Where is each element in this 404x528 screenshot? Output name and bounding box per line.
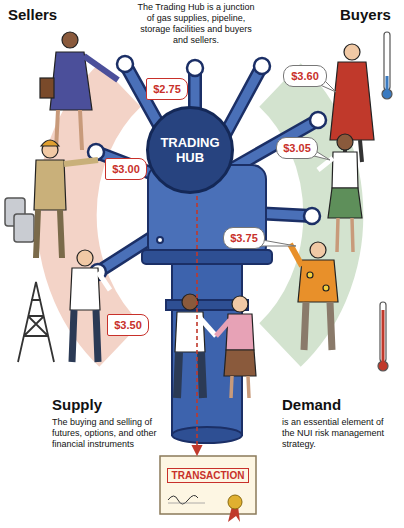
price-tag: $3.00 [105,158,147,180]
hub-circle: TRADING HUB [146,106,234,194]
seller-worker [34,140,98,258]
hub-machine [142,165,272,443]
thermometer-hot [378,302,388,371]
node-text: $2.75 [153,83,181,95]
transaction-arrow [196,196,198,455]
section-note: is an essential element of the NUI risk … [282,417,394,450]
price-bubble: $3.05 [276,137,318,159]
buyer-old-man [290,242,338,350]
price-bubble: $3.75 [223,227,265,249]
derrick [18,282,54,362]
group-heading: Buyers [340,6,391,23]
node-text: TRANSACTION [167,468,250,483]
node-text: $3.60 [291,70,319,82]
node-text: $3.75 [230,232,258,244]
barrels [5,198,34,242]
seller-man [70,250,110,362]
node-text: $3.05 [283,142,311,154]
transaction-certificate: TRANSACTION [160,456,256,514]
node-text: $3.00 [112,163,140,175]
thermometer-cold [382,32,392,99]
section-heading: Demand [282,396,341,413]
price-tag: $2.75 [146,78,188,100]
price-bubble: $3.60 [283,65,327,87]
group-heading: Sellers [8,6,57,23]
hub-note: The Trading Hub is a junction of gas sup… [134,2,258,46]
buyer-woman [318,134,362,252]
bubble-tails [256,80,336,246]
node-text: $3.50 [114,319,142,331]
buyer-woman-coat [330,44,374,162]
certificate [160,456,256,522]
section-heading: Supply [52,396,102,413]
seller-woman [40,32,118,150]
node-text: TRADING HUB [155,135,225,165]
handshake-couple [175,294,256,398]
pipes [88,56,326,280]
price-tag: $3.50 [107,314,149,336]
sellers-band [67,85,120,345]
section-note: The buying and selling of futures, optio… [52,417,168,450]
